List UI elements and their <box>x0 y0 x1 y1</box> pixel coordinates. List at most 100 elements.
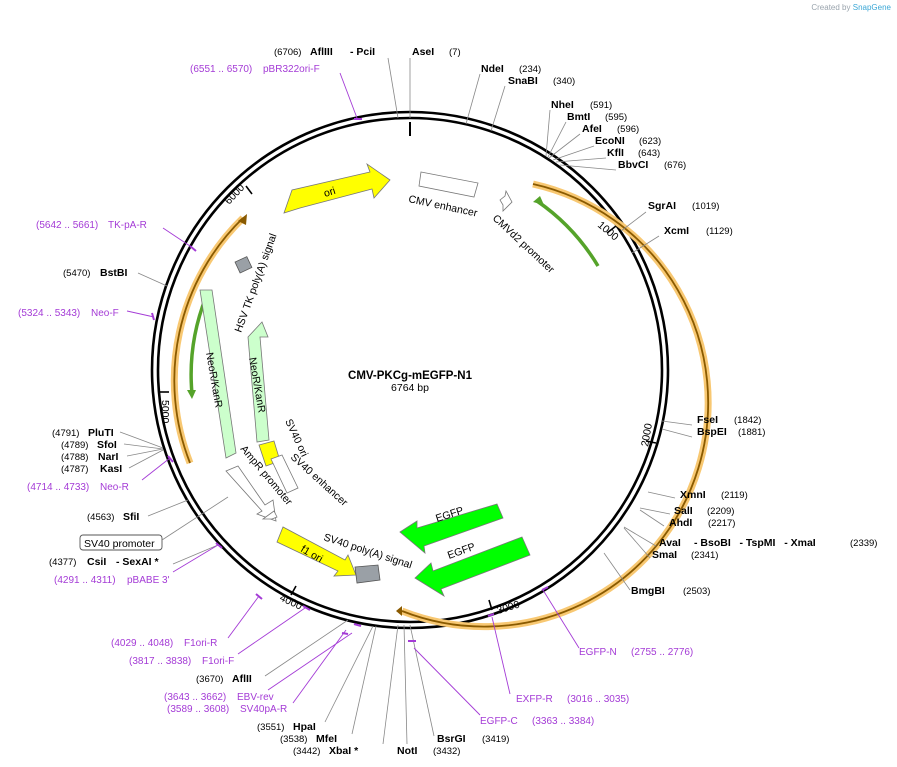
plasmid-size: 6764 bp <box>391 382 429 394</box>
sv40-promoter-box <box>79 534 163 551</box>
enzyme-econI: EcoNI <box>595 135 625 147</box>
enzyme-econI-pos: (623) <box>639 136 661 147</box>
enzyme-bmgbI: BmgBI <box>631 585 665 597</box>
primer-egfp-c-range: (3363 .. 3384) <box>532 716 594 727</box>
enzyme-snabI: SnaBI <box>508 75 538 87</box>
primer-neo-f-range: (5324 .. 5343) <box>18 308 80 319</box>
primer-markers <box>151 118 549 642</box>
enzyme-notI: NotI <box>397 745 417 757</box>
enzyme-hpaI-pos: (3551) <box>257 722 284 733</box>
sv40-polya-feature <box>354 564 381 584</box>
pkcg-orf-arc <box>401 183 709 628</box>
enzyme-nheI: NheI <box>551 99 574 111</box>
enzyme-csiI: CsiI <box>87 556 106 568</box>
enzyme-sgraI-pos: (1019) <box>692 201 719 212</box>
hsv-tk-polya-label: HSV TK poly(A) signal <box>233 232 280 334</box>
primer-neo-f: Neo-F <box>91 308 119 319</box>
enzyme-csiI-pos: (4377) <box>49 557 76 568</box>
f1-ori-feature <box>276 526 357 577</box>
enzyme-afeI: AfeI <box>582 123 602 135</box>
enzyme-aflIII: AflIII <box>310 46 333 58</box>
enzyme-plutI-pos: (4791) <box>52 428 79 439</box>
enzyme-sfoI: SfoI <box>97 439 117 451</box>
enzyme-bmtI-pos: (595) <box>605 112 627 123</box>
enzyme-fseI-pos: (1842) <box>734 415 761 426</box>
cmv-green-arc <box>536 199 600 267</box>
enzyme-smaI-pos: (2341) <box>691 550 718 561</box>
cmvd2-promoter-feature <box>499 189 513 212</box>
enzyme-kasI: KasI <box>100 463 122 475</box>
tick-label-4000: 4000 <box>278 592 304 613</box>
primer-sv40pa-r: SV40pA-R <box>240 704 287 715</box>
enzyme-sfiI-pos: (4563) <box>87 512 114 523</box>
enzyme-xmnI: XmnI <box>680 489 706 501</box>
sv40-promoter-label: SV40 promoter <box>84 538 155 550</box>
enzyme-labels: (6706) AflIII - PciI AseI (7) NdeI (234)… <box>49 46 877 757</box>
enzyme-avaI-pos: (2339) <box>850 538 877 549</box>
enzyme-sfiI: SfiI <box>123 511 139 523</box>
enzyme-snabI-pos: (340) <box>553 76 575 87</box>
enzyme-notI-pos: (3432) <box>433 746 460 757</box>
cmv-green-arrowhead <box>533 196 544 205</box>
neor-kanr-outer-feature <box>199 289 237 459</box>
primer-pbr322ori-f-range: (6551 .. 6570) <box>190 64 252 75</box>
enzyme-ahdI: AhdI <box>669 517 692 529</box>
neor-kanr-inner-feature <box>247 321 270 443</box>
enzyme-nheI-pos: (591) <box>590 100 612 111</box>
tick-label-2000: 2000 <box>639 422 655 447</box>
primer-neo-r: Neo-R <box>100 482 129 493</box>
enzyme-bmgbI-pos: (2503) <box>683 586 710 597</box>
enzyme-kflI: KflI <box>607 147 624 159</box>
enzyme-mfeI-pos: (3538) <box>280 734 307 745</box>
snapgene-credit: Created by SnapGene <box>811 3 891 12</box>
pkcg-orf-arrowhead <box>396 606 402 616</box>
enzyme-aseI-pos: (7) <box>449 47 461 58</box>
enzyme-pciI: - PciI <box>350 46 375 58</box>
egfp-feature-2 <box>414 536 531 598</box>
egfp-feature-1 <box>399 503 504 554</box>
neo-orf-arc <box>173 217 244 464</box>
primer-exfp-r: EXFP-R <box>516 694 553 705</box>
enzyme-mfeI: MfeI <box>316 733 337 745</box>
enzyme-xmnI-pos: (2119) <box>721 490 748 501</box>
primer-ebv-rev: EBV-rev <box>237 692 274 703</box>
enzyme-xbaI: XbaI * <box>329 745 359 757</box>
enzyme-aflIII-pos: (6706) <box>274 47 301 58</box>
enzyme-avaI-isoschizomers: - BsoBI - TspMI - XmaI <box>694 537 816 549</box>
ori-label: ori <box>322 185 337 200</box>
enzyme-fseI: FseI <box>697 414 718 426</box>
enzyme-narI: NarI <box>98 451 119 463</box>
primer-neo-r-range: (4714 .. 4733) <box>27 482 89 493</box>
neo-green-arrowhead <box>187 390 196 399</box>
enzyme-bbvcI-pos: (676) <box>664 160 686 171</box>
enzyme-xbaI-pos: (3442) <box>293 746 320 757</box>
primer-sv40pa-r-range: (3589 .. 3608) <box>167 704 229 715</box>
enzyme-bmtI: BmtI <box>567 111 590 123</box>
cmv-enhancer-label: CMV enhancer <box>407 193 478 219</box>
enzyme-ahdI-pos: (2217) <box>708 518 735 529</box>
primer-pbabe3-range: (4291 .. 4311) <box>54 575 116 586</box>
primer-f1ori-r-range: (4029 .. 4048) <box>111 638 173 649</box>
primer-egfp-c: EGFP-C <box>480 716 518 727</box>
primer-pbabe3: pBABE 3' <box>127 575 170 586</box>
enzyme-bstbI-pos: (5470) <box>63 268 90 279</box>
primer-leader-lines <box>126 72 580 716</box>
enzyme-xcmI-pos: (1129) <box>706 226 733 237</box>
primer-exfp-r-range: (3016 .. 3035) <box>567 694 629 705</box>
primer-labels: (6551 .. 6570) pBR322ori-F (5642 .. 5661… <box>18 64 693 727</box>
cmv-enhancer-feature <box>418 171 479 198</box>
enzyme-narI-pos: (4788) <box>61 452 88 463</box>
ampr-promoter-feature <box>225 465 277 522</box>
enzyme-bbvcI: BbvCI <box>618 159 648 171</box>
enzyme-ndeI: NdeI <box>481 63 504 75</box>
enzyme-leader-lines <box>119 57 693 745</box>
primer-f1ori-f-range: (3817 .. 3838) <box>129 656 191 667</box>
enzyme-kasI-pos: (4787) <box>61 464 88 475</box>
primer-pbr322ori-f: pBR322ori-F <box>263 64 320 75</box>
primer-ebv-rev-range: (3643 .. 3662) <box>164 692 226 703</box>
enzyme-kflI-pos: (643) <box>638 148 660 159</box>
sv40-promoter-leader <box>161 496 229 541</box>
cmvd2-promoter-label: CMVd2 promoter <box>490 212 557 276</box>
hsv-tk-polya-feature <box>234 256 253 274</box>
